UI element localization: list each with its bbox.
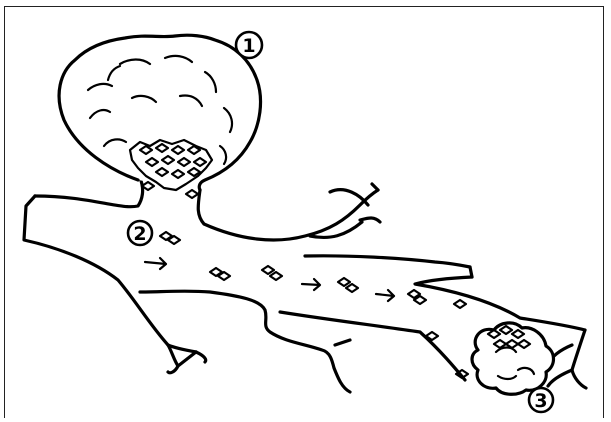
label-2: 2 xyxy=(128,221,152,245)
label-3: 3 xyxy=(529,388,553,412)
label-2-text: 2 xyxy=(133,223,146,245)
label-1: 1 xyxy=(236,32,262,58)
secondary-tumor-icon xyxy=(472,323,554,394)
arrow-right-icon xyxy=(145,258,394,301)
circulating-cells xyxy=(160,232,468,378)
label-3-text: 3 xyxy=(534,390,547,412)
label-1-text: 1 xyxy=(242,35,255,57)
primary-tumor-icon xyxy=(59,35,260,198)
